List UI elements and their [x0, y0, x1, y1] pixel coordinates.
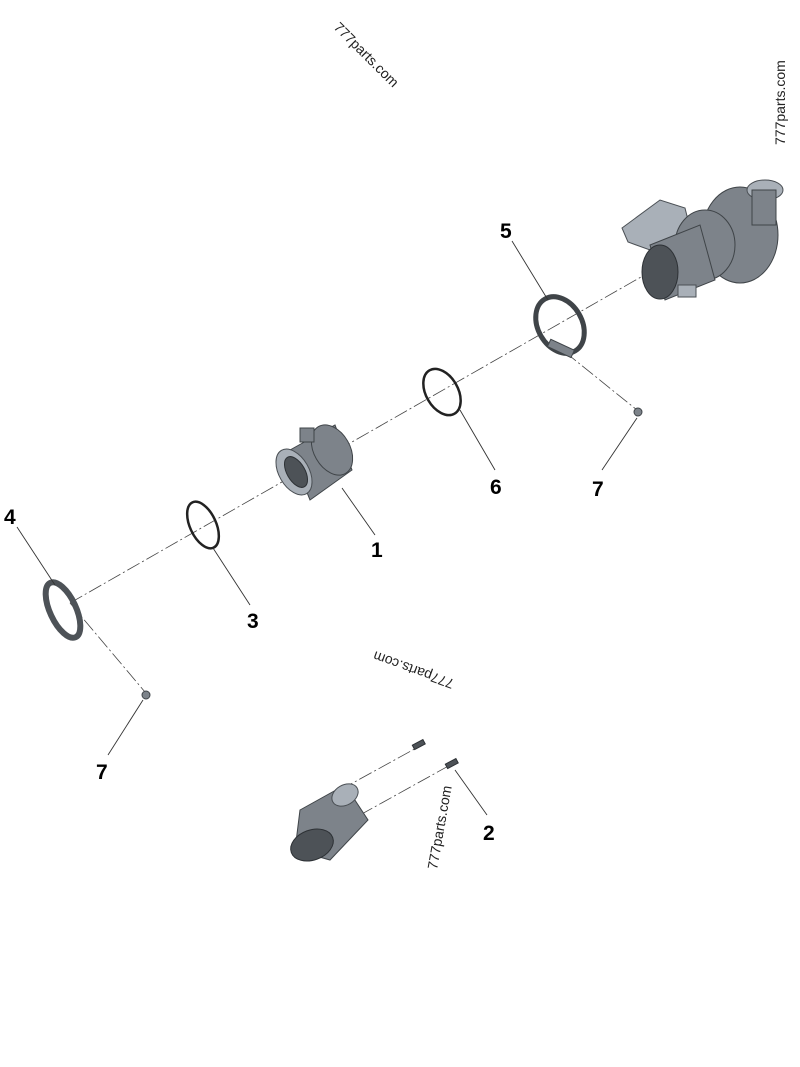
callout-3: 3 [247, 610, 259, 633]
watermark-top: 777parts.com [331, 19, 402, 90]
leader-7-lower [107, 699, 144, 756]
watermark-right: 777parts.com [772, 60, 788, 145]
stud-2b [444, 757, 459, 770]
callout-4: 4 [4, 506, 16, 529]
leader-6 [459, 409, 496, 471]
callout-7-upper: 7 [592, 478, 604, 501]
seal-ring-6 [422, 367, 462, 417]
leader-7-upper [601, 417, 638, 471]
leader-1 [341, 487, 376, 536]
watermark-bottom: 777parts.com [424, 784, 454, 870]
leader-2 [454, 769, 488, 816]
leader-5 [511, 240, 549, 301]
callout-7-lower: 7 [96, 761, 108, 784]
nut-axis-lower [69, 602, 146, 693]
turbocharger [621, 179, 784, 301]
stud-axis-2 [359, 763, 453, 816]
callout-2: 2 [483, 822, 495, 845]
leader-3 [212, 547, 251, 606]
seal-ring-3 [185, 500, 221, 550]
v-band-clamp-4 [42, 579, 84, 641]
leader-4 [16, 526, 56, 586]
watermark-middle: 777parts.com [371, 648, 456, 692]
stud-2a [411, 738, 426, 751]
callout-1: 1 [371, 539, 383, 562]
adapter-pipe-1 [275, 424, 354, 501]
nut-7-upper [633, 407, 643, 417]
elbow-2 [290, 783, 369, 862]
v-band-clamp-5 [533, 294, 587, 359]
assembly-centerline [69, 264, 663, 604]
nut-axis-upper [564, 351, 638, 411]
stud-axis-1 [339, 745, 421, 791]
callout-6: 6 [490, 476, 502, 499]
nut-7-lower [141, 690, 151, 700]
callout-5: 5 [500, 220, 512, 243]
